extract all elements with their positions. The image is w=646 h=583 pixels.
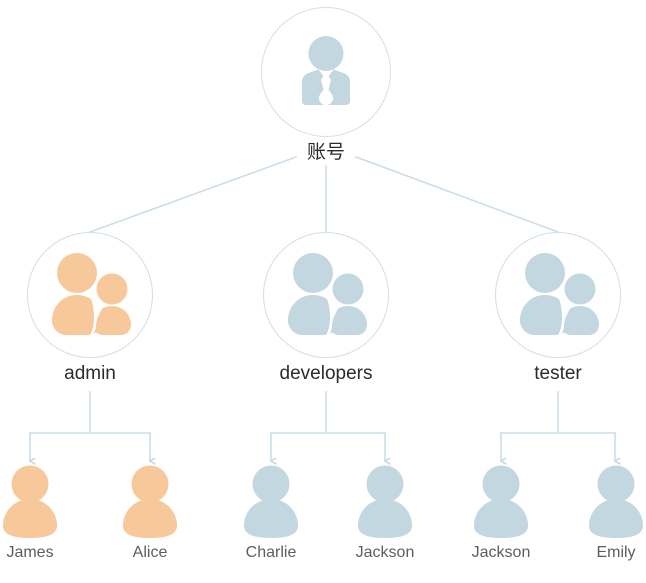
group-label-developers: developers xyxy=(273,364,379,383)
node-member-jackson-tester[interactable]: Jackson xyxy=(470,464,532,561)
root-avatar-circle xyxy=(261,7,391,137)
tester-avatar-circle xyxy=(495,232,621,358)
node-root-account[interactable]: 账号 xyxy=(261,7,391,162)
member-label-jackson-tester: Jackson xyxy=(471,544,531,561)
two-people-icon xyxy=(288,253,367,335)
edge-root-to-tester xyxy=(354,155,560,234)
person-icon xyxy=(589,465,643,538)
member-label-emily: Emily xyxy=(596,544,636,561)
node-member-jackson-developers[interactable]: Jackson xyxy=(354,464,416,561)
two-people-icon xyxy=(52,253,131,335)
root-label: 账号 xyxy=(299,143,352,162)
group-label-admin: admin xyxy=(58,364,122,383)
node-member-james[interactable]: James xyxy=(0,464,61,561)
person-icon xyxy=(123,465,177,538)
person-icon xyxy=(244,465,298,538)
developers-avatar-circle xyxy=(263,232,389,358)
node-group-tester[interactable]: tester xyxy=(495,232,621,383)
node-member-alice[interactable]: Alice xyxy=(119,464,181,561)
two-people-icon xyxy=(520,253,599,335)
person-with-tie-icon xyxy=(302,36,350,105)
edge-root-to-admin xyxy=(88,155,298,234)
node-member-emily[interactable]: Emily xyxy=(585,464,646,561)
node-group-developers[interactable]: developers xyxy=(263,232,389,383)
member-label-james: James xyxy=(6,544,54,561)
node-member-charlie[interactable]: Charlie xyxy=(240,464,302,561)
member-label-alice: Alice xyxy=(132,544,168,561)
member-label-charlie: Charlie xyxy=(245,544,297,561)
member-label-jackson-developers: Jackson xyxy=(355,544,415,561)
node-group-admin[interactable]: admin xyxy=(27,232,153,383)
group-label-tester: tester xyxy=(528,364,588,383)
person-icon xyxy=(3,465,57,538)
person-icon xyxy=(358,465,412,538)
person-icon xyxy=(474,465,528,538)
admin-avatar-circle xyxy=(27,232,153,358)
